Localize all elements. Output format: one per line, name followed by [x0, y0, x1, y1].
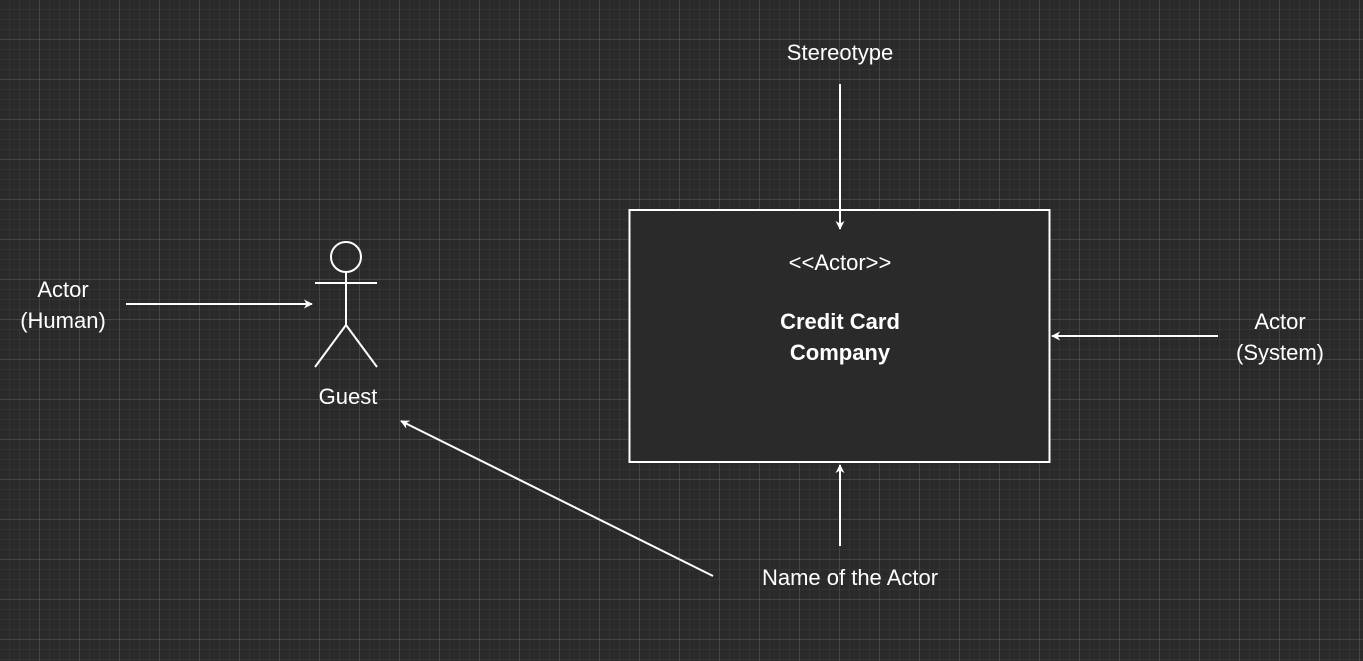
actor-human-label: Actor (Human)	[3, 274, 123, 336]
actor-system-label-line1: Actor	[1254, 309, 1306, 334]
name-of-actor-text: Name of the Actor	[761, 565, 939, 590]
name-of-actor-label: Name of the Actor	[730, 562, 970, 593]
stick-figure-right-leg	[345, 324, 378, 368]
box-stereotype-text: <<Actor>>	[788, 250, 892, 275]
stereotype-label-text: Stereotype	[786, 40, 894, 65]
box-actor-name: Credit Card Company	[630, 306, 1050, 368]
actor-human-label-line2: (Human)	[20, 308, 106, 333]
arrow-name-label-to-guest[interactable]	[400, 420, 714, 577]
box-stereotype: <<Actor>>	[630, 249, 1050, 277]
stick-figure-head	[330, 241, 362, 273]
actor-human-label-line1: Actor	[37, 277, 89, 302]
stick-figure-icon[interactable]	[314, 241, 378, 368]
actor-system-label: Actor (System)	[1220, 306, 1340, 368]
actor-system-label-line2: (System)	[1236, 340, 1324, 365]
box-actor-name-line2: Company	[789, 340, 891, 365]
system-actor-box[interactable]	[628, 209, 1051, 463]
stick-figure-left-leg	[314, 324, 347, 368]
box-actor-name-line1: Credit Card	[780, 309, 900, 334]
guest-text: Guest	[318, 384, 378, 409]
stereotype-label: Stereotype	[740, 37, 940, 68]
actor-name-guest: Guest	[288, 381, 408, 412]
